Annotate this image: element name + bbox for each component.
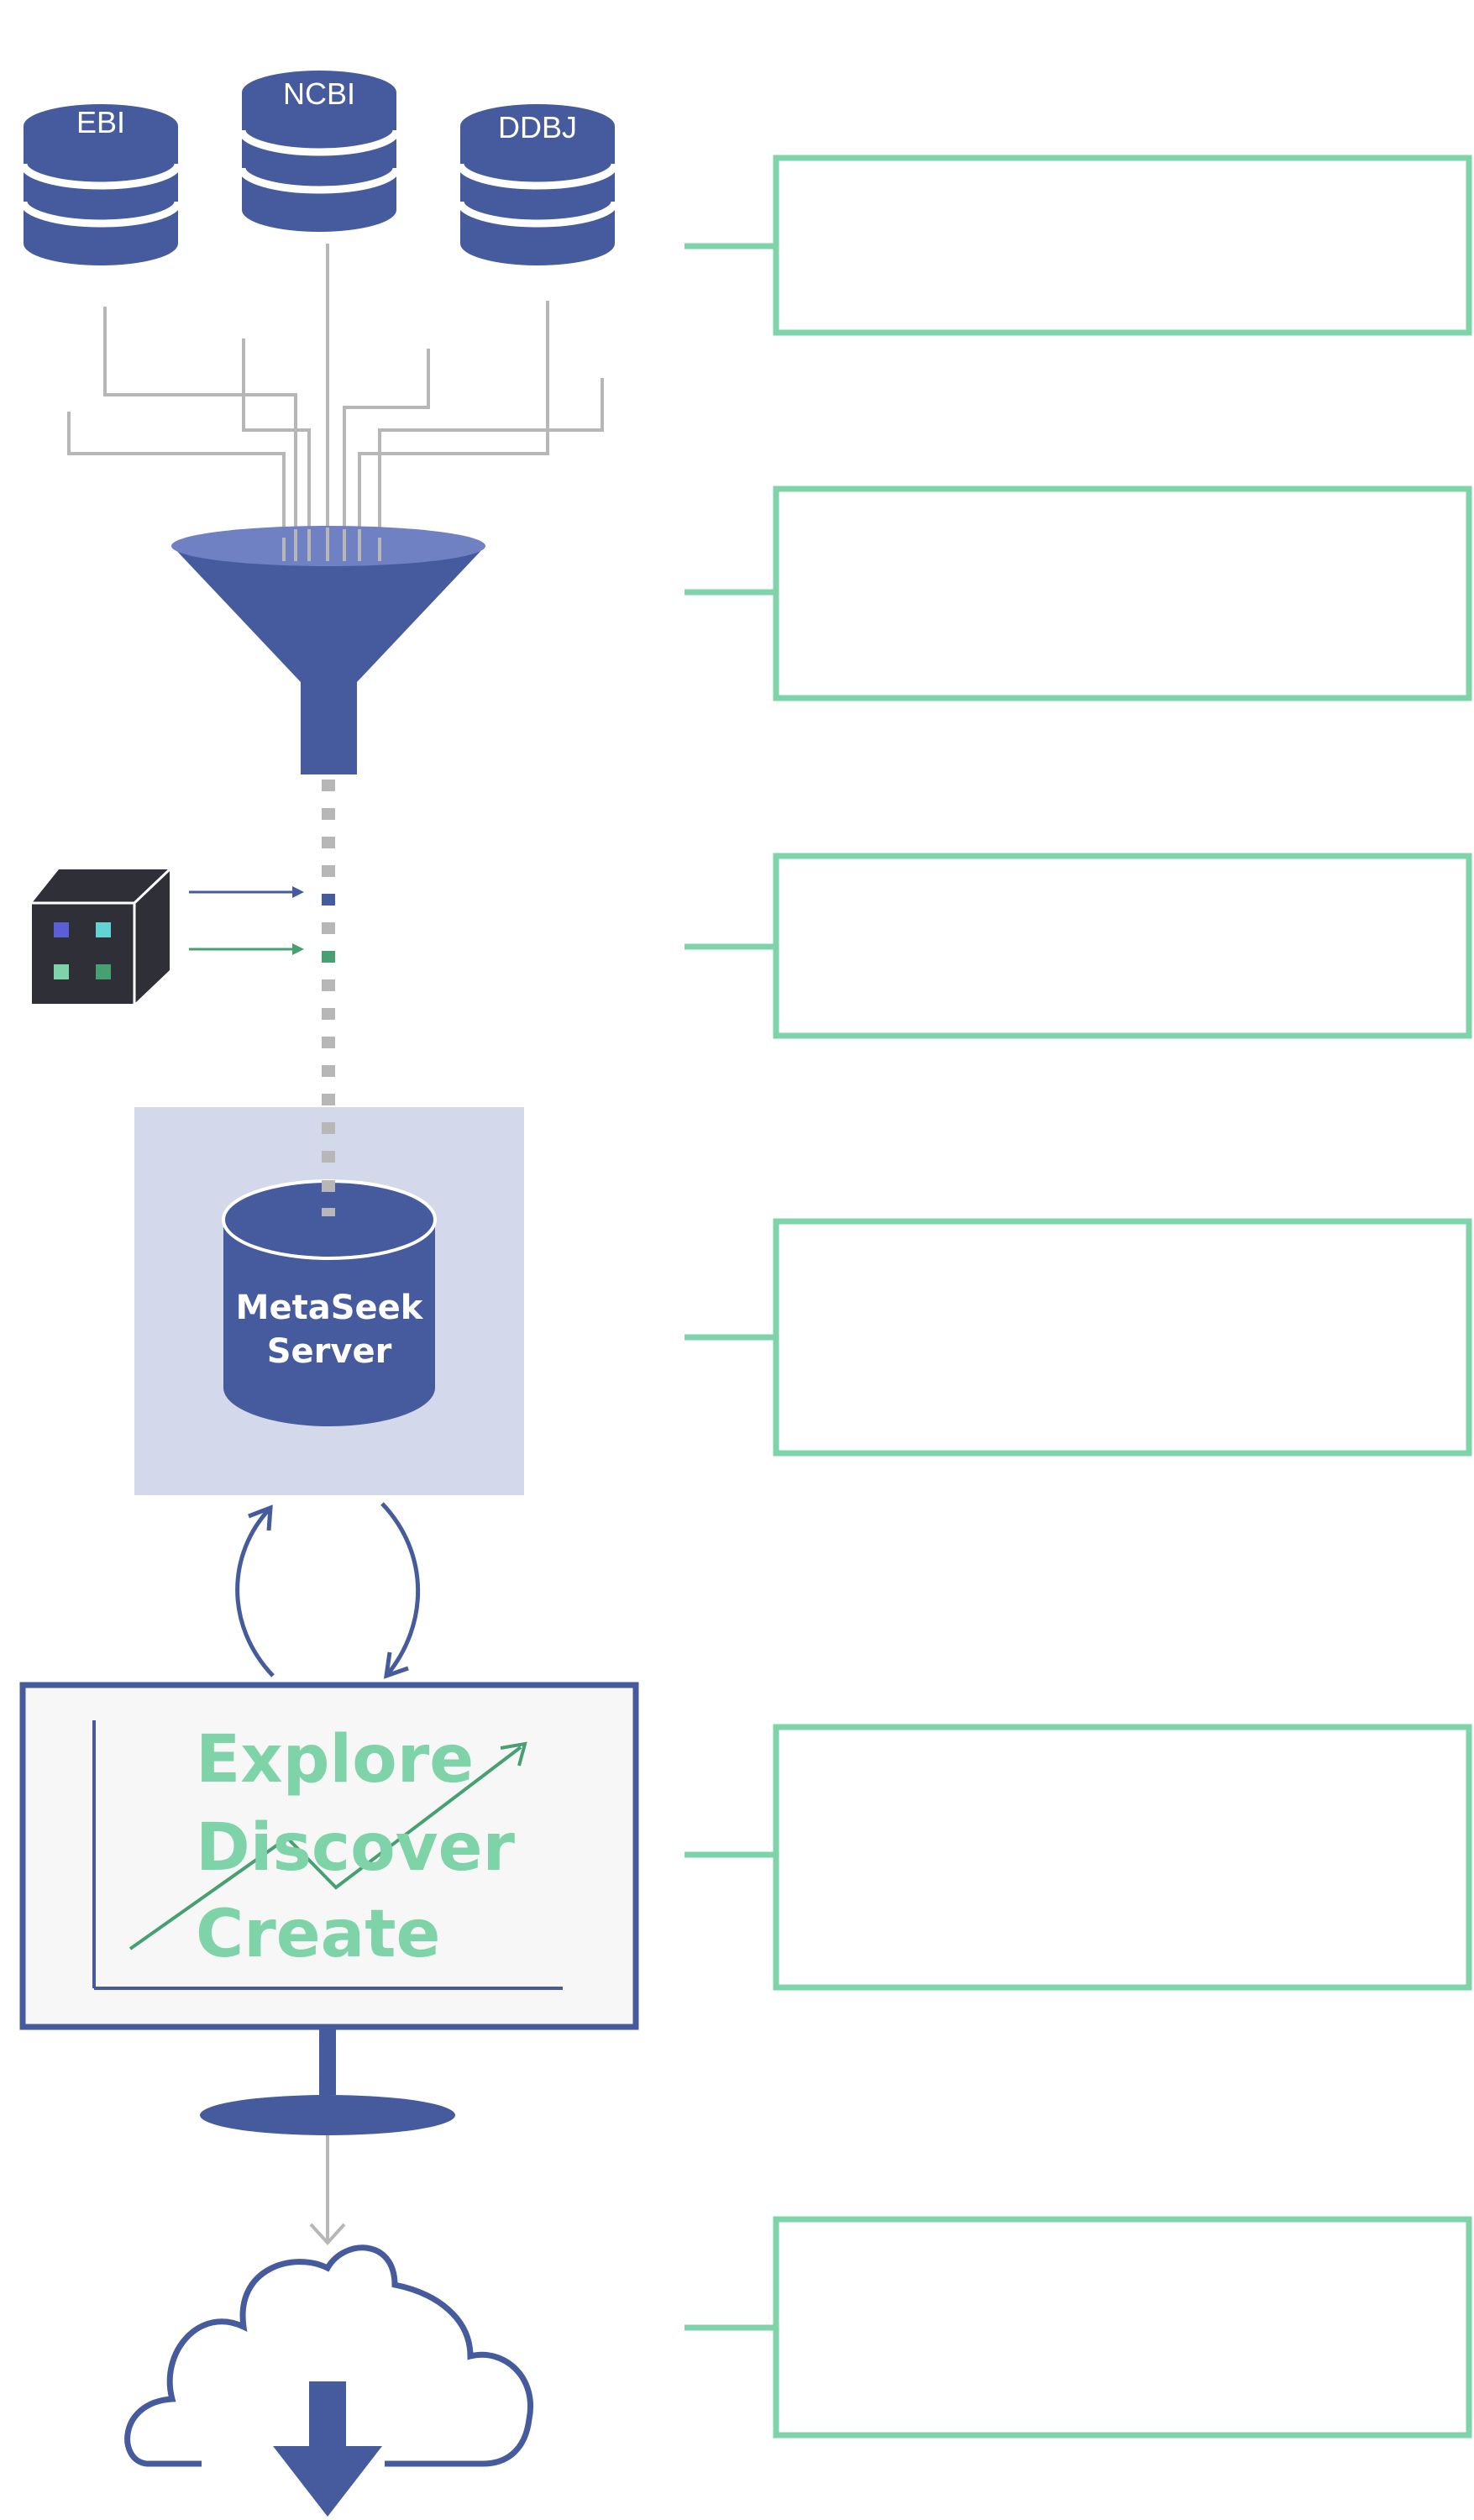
database-icon-ddbj: DDBJ [456, 104, 619, 265]
server-icon: MetaSeek Server [222, 1179, 437, 1426]
ncbi-label: NCBI [283, 76, 355, 111]
monitor-icon: Explore Discover Create [19, 1682, 639, 2135]
database-icon-ebi: EBI [19, 104, 182, 265]
server-label-line1: MetaSeek [236, 1289, 424, 1327]
download-connector-arrow [309, 2135, 346, 2245]
screen-text-explore: Explore [196, 1722, 474, 1798]
callout-box-2 [773, 486, 1472, 701]
cloud-download-icon [124, 2244, 533, 2517]
cube-icon [32, 868, 171, 1004]
callout-box-5 [773, 1724, 1472, 1991]
callout-box-6 [773, 2216, 1472, 2439]
screen-text-create: Create [196, 1897, 440, 1972]
ddbj-label: DDBJ [498, 110, 577, 144]
ebi-label: EBI [76, 105, 125, 139]
screen-text-discover: Discover [196, 1810, 515, 1886]
cube-arrow-green [189, 943, 304, 955]
source-connector-lines [67, 244, 604, 563]
upload-arrow [235, 1506, 275, 1677]
callout-box-3 [773, 853, 1472, 1039]
funnel-inlet-lines [282, 528, 381, 561]
callout-box-1 [773, 155, 1472, 336]
funnel-icon [171, 526, 485, 774]
sync-arrows [235, 1502, 421, 1679]
cube-arrow-blue [189, 886, 304, 898]
database-icon-ncbi: NCBI [238, 71, 401, 232]
dotted-data-stream [322, 780, 335, 1191]
download-arrow [380, 1502, 421, 1677]
callout-box-4 [773, 1218, 1472, 1457]
server-label-line2: Server [267, 1332, 392, 1371]
